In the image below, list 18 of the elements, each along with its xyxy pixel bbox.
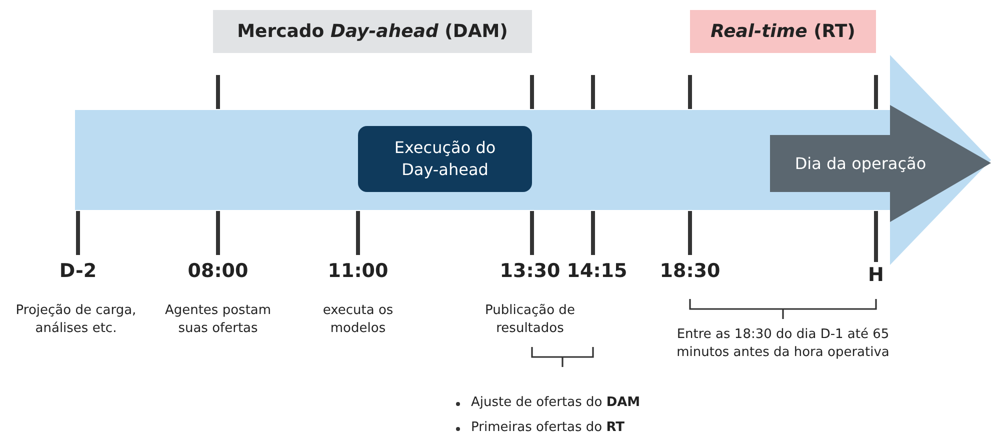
step-description: Projeção de carga, análises etc.: [14, 302, 138, 338]
bullet-item: Ajuste de ofertas do DAM: [471, 395, 642, 410]
step-description: Entre as 18:30 do dia D-1 até 65 minutos antes da hora operativa: [676, 326, 890, 362]
market-banner: Real-time (RT): [690, 10, 876, 53]
step-description: Publicação de resultados: [484, 302, 576, 338]
time-label: D-2: [58, 260, 98, 282]
time-label: 18:30: [658, 260, 722, 282]
process-box: Execução do Day-ahead: [358, 126, 532, 192]
step-description: executa os modelos: [322, 302, 394, 338]
bullet-item: Primeiras ofertas do RT: [471, 420, 626, 435]
time-label: 14:15: [566, 260, 628, 282]
arrow-label: Dia da operação: [794, 154, 926, 173]
step-description: Agentes postam suas ofertas: [164, 302, 272, 338]
time-label: 11:00: [326, 260, 390, 282]
market-banner: Mercado Day-ahead (DAM): [213, 10, 532, 53]
time-label: H: [867, 264, 885, 286]
time-label: 13:30: [498, 260, 562, 282]
time-label: 08:00: [186, 260, 250, 282]
